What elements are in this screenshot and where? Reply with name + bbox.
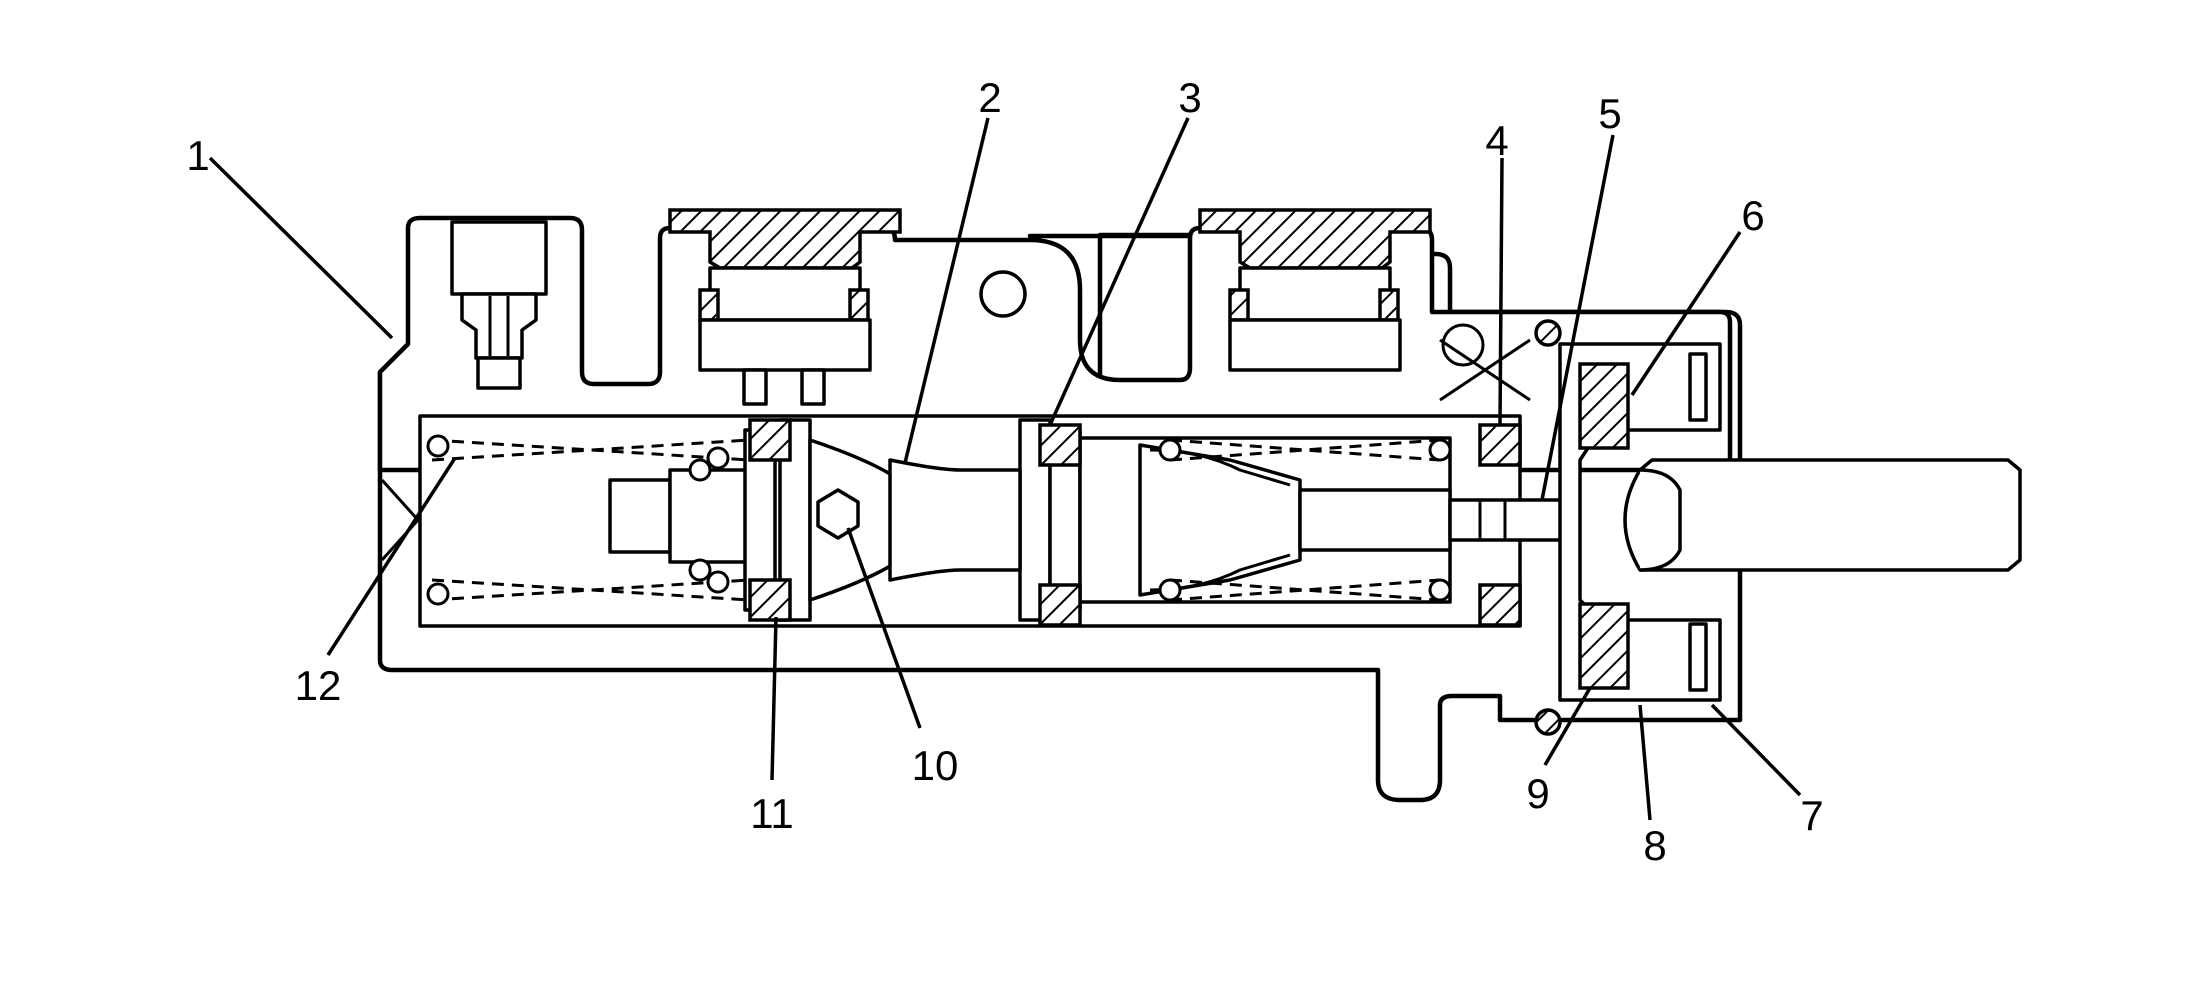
callout-labels: 1 2 3 4 5 6 7 8 9 10 11 12 bbox=[186, 74, 1823, 869]
leader-11 bbox=[770, 616, 778, 781]
secondary-return-spring bbox=[426, 434, 751, 606]
leader-10 bbox=[846, 527, 922, 729]
secondary-piston-stop-bolt bbox=[816, 488, 860, 540]
callout-7: 7 bbox=[1800, 792, 1823, 839]
leader-6 bbox=[1630, 231, 1742, 396]
rear-seal-upper bbox=[1578, 362, 1630, 450]
leader-2 bbox=[903, 117, 990, 464]
mounting-hole bbox=[979, 270, 1027, 318]
callout-6: 6 bbox=[1741, 192, 1764, 239]
rear-bore-end bbox=[1439, 319, 2022, 736]
callout-4: 4 bbox=[1485, 117, 1508, 164]
callout-12: 12 bbox=[295, 662, 342, 709]
leader-3 bbox=[1048, 117, 1190, 426]
front-outlet-port bbox=[450, 220, 548, 390]
snap-ring bbox=[1688, 622, 1708, 692]
callout-10: 10 bbox=[912, 742, 959, 789]
callout-2: 2 bbox=[978, 74, 1001, 121]
front-reservoir-grommet bbox=[668, 208, 902, 406]
leader-1 bbox=[208, 156, 394, 340]
primary-return-spring bbox=[1158, 438, 1452, 602]
piston-seals bbox=[748, 418, 1522, 627]
leader-4 bbox=[1498, 157, 1504, 426]
leader-5 bbox=[1540, 134, 1615, 501]
callout-3: 3 bbox=[1178, 74, 1201, 121]
leader-9 bbox=[1543, 687, 1592, 766]
leader-12 bbox=[326, 457, 457, 656]
callout-5: 5 bbox=[1598, 90, 1621, 137]
callout-11: 11 bbox=[750, 790, 794, 837]
rear-seal-lower bbox=[1578, 602, 1630, 690]
push-rod-sleeve bbox=[1623, 458, 2022, 572]
rear-reservoir-grommet bbox=[1198, 208, 1432, 372]
leader-7 bbox=[1710, 703, 1802, 797]
callout-8: 8 bbox=[1643, 822, 1666, 869]
leader-8 bbox=[1638, 704, 1652, 821]
callout-1: 1 bbox=[186, 132, 209, 179]
leader-lines bbox=[208, 117, 1802, 821]
callout-9: 9 bbox=[1526, 770, 1549, 817]
